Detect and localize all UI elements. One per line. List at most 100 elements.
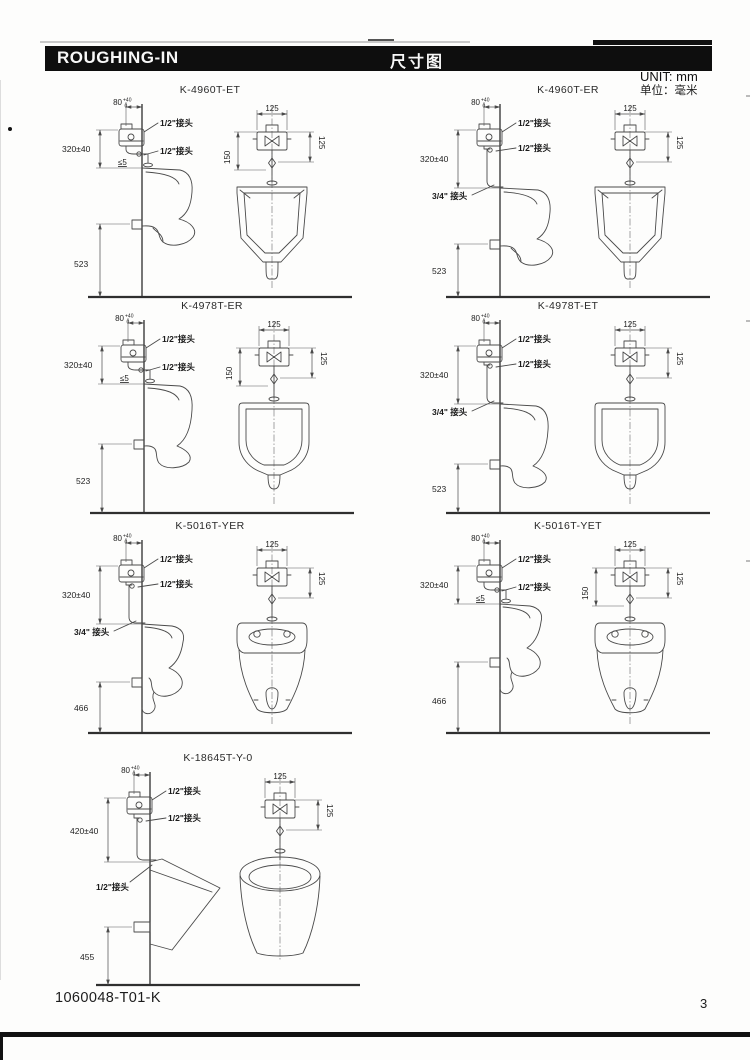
svg-text:466: 466	[432, 696, 446, 706]
scan-artifact	[746, 95, 750, 97]
dim-wall-offset: 80 +40 0	[471, 534, 501, 562]
svg-text:125: 125	[675, 572, 684, 586]
svg-text:80: 80	[471, 534, 480, 543]
svg-text:125: 125	[325, 804, 334, 818]
page-number: 3	[700, 996, 708, 1011]
urinal-side-profile	[149, 858, 221, 951]
dim-valve-width: 125	[256, 104, 288, 130]
svg-text:125: 125	[265, 540, 279, 549]
scan-artifact	[0, 1032, 750, 1037]
model-number: K-4978T-ER	[181, 300, 243, 312]
svg-text:80: 80	[113, 534, 122, 543]
flush-valve-side	[118, 123, 145, 147]
dim-valve-height: 320±40	[420, 345, 500, 405]
svg-text:455: 455	[80, 952, 94, 962]
scan-artifact	[593, 40, 712, 45]
dim-pipe-side: 125	[636, 347, 684, 379]
dimension-drawing: 80 +40 0 1/2"接头 1/2"接头 ≤5 320±40	[64, 314, 354, 515]
dim-drain-height: 523	[432, 463, 488, 514]
dim-wall-offset: 80 +40 0	[471, 98, 501, 126]
dim-valve-drop: 150	[223, 131, 266, 171]
dim-valve-width: 125	[614, 320, 646, 346]
scan-artifact	[8, 127, 12, 131]
svg-text:125: 125	[675, 136, 684, 150]
callout-spud: 3/4" 接头	[432, 407, 468, 417]
dim-drain-height: 523	[76, 443, 132, 514]
svg-text:320±40: 320±40	[420, 154, 449, 164]
dimension-drawing: 80 +40 0 1/2"接头 1/2"接头 3/4" 接头 320±40	[62, 534, 352, 735]
svg-text:523: 523	[76, 476, 90, 486]
svg-text:80: 80	[113, 98, 122, 107]
svg-text:523: 523	[432, 266, 446, 276]
front-view: 125 150 125	[223, 104, 326, 288]
svg-text:+40: +40	[481, 314, 490, 320]
dim-valve-height: 320±40	[64, 345, 144, 385]
urinal-side-profile	[141, 623, 185, 715]
callout-outlet: 1/2"接头	[168, 813, 201, 823]
model-number: K-4978T-ET	[537, 300, 599, 312]
dim-drain-height: 523	[74, 223, 130, 298]
svg-text:150: 150	[223, 150, 232, 164]
flush-valve-side	[476, 339, 503, 363]
dim-valve-height: 320±40	[62, 565, 142, 625]
callout-inlet: 1/2"接头	[518, 118, 551, 128]
dim-pipe-side: 125	[286, 799, 334, 831]
model-number: K-5016T-YER	[175, 520, 245, 532]
svg-text:80: 80	[121, 766, 130, 775]
callout-inlet: 1/2"接头	[168, 786, 201, 796]
side-view: 80 +40 0 1/2"接头 1/2"接头 3/4" 接头 320±40	[420, 314, 710, 515]
dimension-drawing: 80 +40 0 1/2"接头 1/2"接头 3/4" 接头 320±40	[420, 98, 710, 299]
flush-valve-side	[118, 559, 145, 583]
model-number: K-4960T-ER	[537, 84, 599, 96]
flush-valve-side	[126, 791, 153, 815]
dimension-drawing: 80 +40 0 1/2"接头 1/2"接头 ≤5 320±40	[420, 534, 710, 735]
header-bar: ROUGHING-IN 尺寸图	[45, 46, 712, 71]
svg-text:523: 523	[432, 484, 446, 494]
dim-valve-drop: 150	[581, 567, 624, 607]
urinal-side-profile	[143, 383, 193, 469]
dim-valve-height: 320±40	[420, 565, 500, 605]
dim-valve-width: 125	[256, 540, 288, 566]
callout-inlet: 1/2"接头	[518, 334, 551, 344]
svg-text:125: 125	[623, 540, 637, 549]
dim-pipe-side: 125	[636, 131, 684, 163]
scan-artifact	[368, 39, 394, 41]
side-view: 80 +40 0 1/2"接头 1/2"接头 3/4" 接头 320±40	[62, 534, 352, 735]
dim-gap: ≤5	[118, 158, 127, 167]
svg-text:+40: +40	[123, 534, 132, 540]
svg-text:523: 523	[74, 259, 88, 269]
svg-text:+40: +40	[123, 98, 132, 104]
dim-pipe-side: 125	[280, 347, 328, 379]
svg-text:0: 0	[133, 772, 136, 778]
svg-text:150: 150	[581, 586, 590, 600]
svg-text:0: 0	[125, 540, 128, 546]
scan-artifact	[746, 560, 750, 562]
dim-wall-offset: 80 +40 0	[113, 534, 143, 562]
document-code: 1060048-T01-K	[55, 990, 161, 1006]
urinal-side-profile	[499, 187, 554, 266]
dim-wall-offset: 80 +40 0	[113, 98, 143, 126]
svg-text:125: 125	[267, 320, 281, 329]
model-number: K-4960T-ET	[179, 84, 241, 96]
callout-outlet: 1/2"接头	[518, 143, 551, 153]
svg-text:125: 125	[623, 320, 637, 329]
front-view: 125 125	[594, 320, 684, 504]
svg-text:80: 80	[471, 98, 480, 107]
svg-text:125: 125	[273, 772, 287, 781]
svg-text:0: 0	[125, 104, 128, 110]
svg-text:0: 0	[483, 104, 486, 110]
callout-inlet: 1/2"接头	[160, 554, 193, 564]
dim-valve-height: 320±40	[420, 129, 500, 189]
scan-artifact	[0, 80, 1, 980]
dim-valve-drop: 150	[225, 347, 268, 387]
scan-artifact	[746, 320, 750, 322]
svg-text:+40: +40	[125, 314, 134, 320]
svg-text:320±40: 320±40	[420, 580, 449, 590]
svg-text:+40: +40	[481, 98, 490, 104]
svg-text:125: 125	[317, 572, 326, 586]
dim-wall-offset: 80 +40 0	[471, 314, 501, 342]
callout-inlet: 1/2"接头	[162, 334, 195, 344]
dim-valve-width: 125	[614, 104, 646, 130]
svg-text:125: 125	[675, 352, 684, 366]
dim-drain-height: 523	[432, 243, 488, 298]
